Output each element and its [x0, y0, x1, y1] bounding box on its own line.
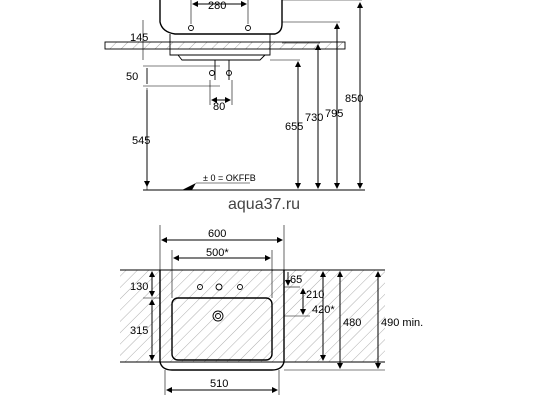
dim-730: 730: [305, 112, 323, 124]
dim-850: 850: [345, 93, 363, 105]
dim-315: 315: [130, 325, 148, 337]
dim-480: 480: [343, 317, 361, 329]
dim-600: 600: [208, 228, 226, 240]
plan-waste-outer: [212, 310, 224, 322]
waste-right-hole: [226, 70, 232, 76]
plan-waste-inner: [215, 313, 221, 319]
dim-655: 655: [285, 121, 303, 133]
plan-tap-right: [237, 284, 243, 290]
plan-view: 600 500* 130 315 65 210 420* 480 490 min…: [120, 225, 423, 395]
waste-left-hole: [209, 70, 215, 76]
dim-545: 545: [132, 135, 150, 147]
dim-795: 795: [325, 108, 343, 120]
watermark: aqua37.ru: [228, 196, 300, 213]
wall-hatch: [120, 270, 385, 362]
floor-marker: [182, 183, 196, 190]
basin-support: [169, 34, 271, 56]
side-view: 280 145 50 80 545 ± 0 = OKFFB: [104, 0, 365, 191]
basin-outline: [159, 270, 285, 371]
basin-profile: [159, 0, 283, 35]
floor-label: ± 0 = OKFFB: [203, 173, 256, 183]
basin-bowl: [171, 297, 273, 361]
tap-hole-left: [188, 25, 194, 31]
dim-65: 65: [290, 274, 302, 286]
dim-80: 80: [213, 101, 225, 113]
plan-tap-left: [197, 284, 203, 290]
dim-50: 50: [126, 71, 138, 83]
dim-280: 280: [208, 0, 226, 12]
dim-420: 420*: [312, 304, 335, 316]
dim-500: 500*: [206, 247, 229, 259]
plan-tap-center: [215, 283, 223, 291]
tap-hole-right: [245, 25, 251, 31]
dim-510: 510: [210, 378, 228, 390]
dim-210: 210: [306, 289, 324, 301]
dim-490-min: 490 min.: [381, 317, 423, 329]
dim-145: 145: [130, 32, 148, 44]
dim-130: 130: [130, 281, 148, 293]
